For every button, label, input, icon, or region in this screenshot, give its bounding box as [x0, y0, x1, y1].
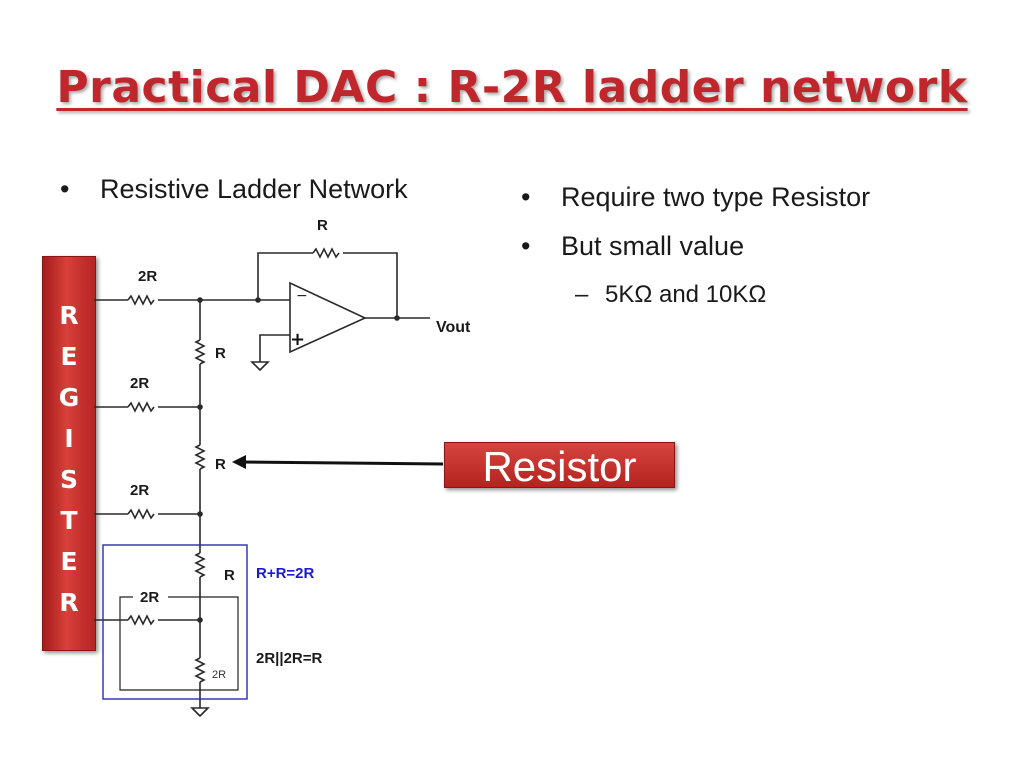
junction-dot	[255, 297, 261, 303]
highlight-box-outer	[102, 544, 248, 700]
register-letter: G	[58, 383, 80, 412]
label-2r-3: 2R	[130, 482, 149, 499]
junction-dot	[197, 511, 203, 517]
resistor-2r-4	[127, 614, 155, 626]
bullet-resistive-ladder: • Resistive Ladder Network	[60, 174, 408, 205]
label-2r-1: 2R	[138, 268, 157, 285]
resistor-callout: Resistor	[444, 442, 675, 490]
bullet-dot: •	[521, 182, 531, 212]
sub-bullet-values: – 5KΩ and 10KΩ	[575, 281, 767, 309]
opamp-plus: +	[290, 329, 305, 350]
callout-arrow-line	[239, 460, 444, 466]
junction-dot	[197, 297, 203, 303]
opamp-minus: −	[296, 288, 308, 304]
label-r-1: R	[215, 345, 226, 362]
annotation-parallel: 2R||2R=R	[256, 650, 323, 667]
sub-bullet-text: 5KΩ and 10KΩ	[605, 281, 767, 308]
bullet-dot: •	[521, 231, 531, 261]
ground-symbol-ladder	[190, 707, 210, 718]
label-r-3: R	[224, 567, 235, 584]
register-letter: E	[60, 547, 78, 576]
register-letter: R	[59, 301, 79, 330]
label-r-2: R	[215, 456, 226, 473]
ground-wire-opamp	[259, 334, 290, 362]
ladder-resistor-2r-bottom	[194, 657, 206, 683]
register-letter: S	[59, 465, 78, 494]
label-2r-4: 2R	[140, 589, 159, 606]
register-letter: I	[64, 424, 74, 453]
junction-dot	[197, 617, 203, 623]
resistor-2r-1	[127, 294, 155, 306]
register-letter: E	[60, 342, 78, 371]
register-letter: T	[60, 506, 78, 535]
slide-title: Practical DAC : R-2R ladder network	[56, 62, 968, 113]
register-letters: R E G I S T E R	[43, 295, 95, 623]
bullet-small-value: • But small value	[521, 231, 745, 262]
label-2r-bottom: 2R	[212, 669, 226, 681]
bullet-require-two: • Require two type Resistor	[521, 182, 871, 213]
bullet-text: Require two type Resistor	[561, 182, 871, 212]
callout-arrowhead	[232, 455, 246, 469]
bullet-text: But small value	[561, 231, 745, 261]
register-block: R E G I S T E R	[42, 256, 96, 651]
ladder-resistor-r-2	[194, 444, 206, 470]
feedback-resistor	[312, 247, 340, 259]
bullet-dot: •	[60, 174, 70, 204]
sub-bullet-dash: –	[575, 281, 589, 308]
feedback-wire-left	[257, 252, 313, 300]
ladder-resistor-r-1	[194, 339, 206, 365]
bullet-text: Resistive Ladder Network	[100, 174, 408, 204]
label-vout: Vout	[436, 319, 471, 336]
resistor-2r-2	[127, 401, 155, 413]
resistor-2r-3	[127, 508, 155, 520]
junction-dot	[197, 404, 203, 410]
label-feedback-r: R	[317, 217, 328, 234]
register-letter: R	[59, 588, 79, 617]
feedback-wire-right	[343, 252, 398, 318]
ground-symbol-opamp	[250, 361, 270, 372]
annotation-series: R+R=2R	[256, 565, 315, 582]
opamp-triangle	[289, 281, 367, 354]
highlight-box-inner	[119, 596, 239, 691]
label-2r-2: 2R	[130, 375, 149, 392]
junction-dot	[394, 315, 400, 321]
ladder-resistor-r-3	[194, 552, 206, 578]
